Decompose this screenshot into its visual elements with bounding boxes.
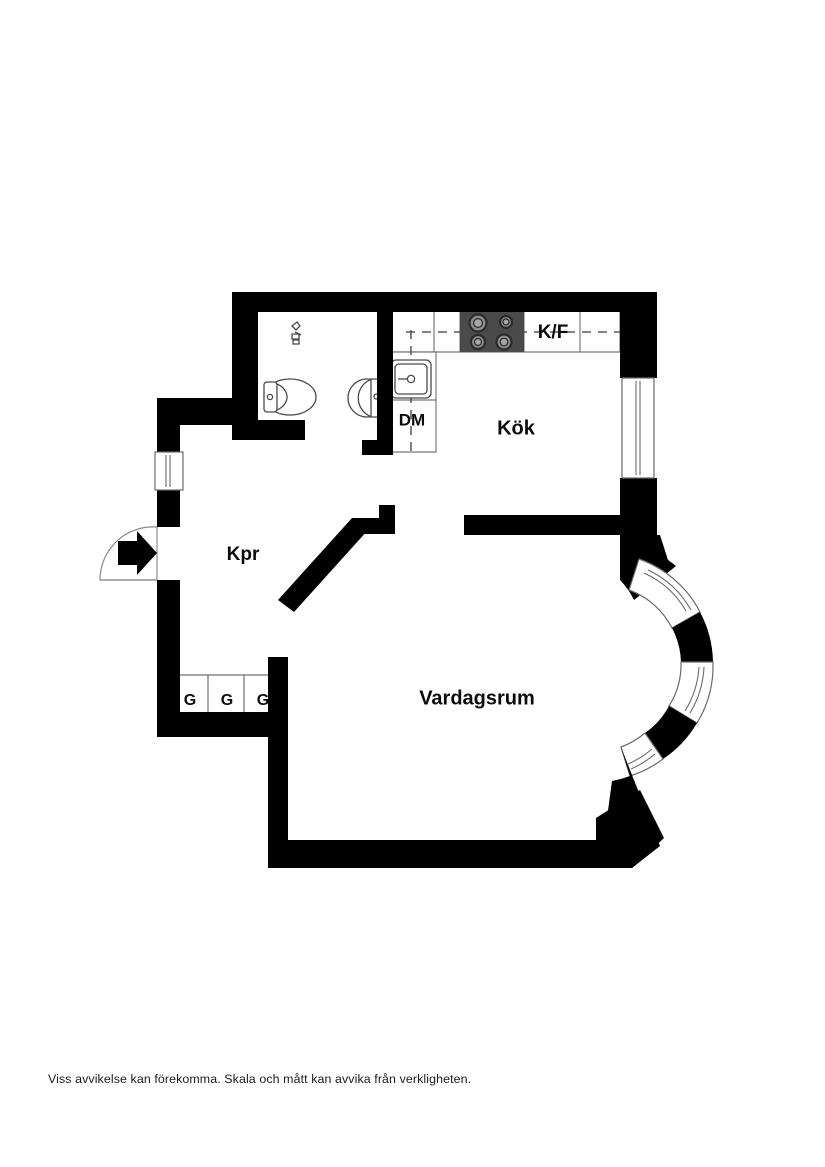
closet-label-1: G bbox=[184, 692, 196, 709]
appliance-label-fridge-freezer: K/F bbox=[538, 322, 569, 343]
bay-window-lower bbox=[620, 732, 664, 777]
disclaimer-text: Viss avvikelse kan förekomma. Skala och … bbox=[48, 1072, 472, 1086]
living-room-south-wall bbox=[268, 840, 632, 868]
toilet-icon bbox=[263, 378, 317, 416]
bay-window-middle bbox=[668, 661, 714, 724]
door-direction-arrow bbox=[118, 531, 157, 575]
kitchen-sink-icon bbox=[390, 359, 432, 399]
entrance-door[interactable] bbox=[99, 526, 181, 581]
shower-tap-icon bbox=[291, 321, 302, 345]
window-east-wall bbox=[621, 377, 655, 479]
closet-label-3: G bbox=[257, 692, 269, 709]
window-west-wall bbox=[154, 451, 184, 491]
closet-label-2: G bbox=[221, 692, 233, 709]
appliance-label-dishwasher: DM bbox=[399, 410, 425, 429]
bay-window-wall bbox=[596, 535, 714, 868]
room-label-kpr: Kpr bbox=[227, 544, 260, 565]
stove-icon bbox=[460, 312, 524, 352]
room-label-vardagsrum: Vardagsrum bbox=[419, 687, 535, 709]
room-label-kok: Kök bbox=[497, 417, 536, 439]
